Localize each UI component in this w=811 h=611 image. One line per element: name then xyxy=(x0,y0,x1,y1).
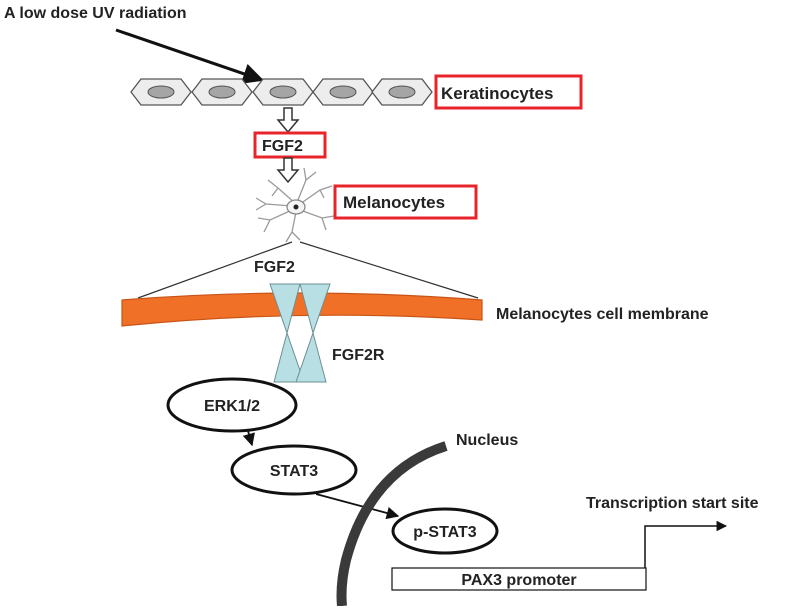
keratinocyte-cell-icon xyxy=(130,78,192,106)
fgf2-boxed-label: FGF2 xyxy=(262,138,303,155)
hourglass-receptor-icon xyxy=(269,283,331,383)
fgf2-label: FGF2 xyxy=(254,259,295,276)
uv-radiation-label: A low dose UV radiation xyxy=(4,5,187,22)
keratinocytes-highlight-box xyxy=(434,74,583,110)
keratinocyte-cell-icon xyxy=(191,78,253,106)
transcription-start-label: Transcription start site xyxy=(586,495,759,512)
melanocytes-highlight-box xyxy=(333,184,478,220)
keratinocyte-nucleus xyxy=(269,85,297,99)
keratinocytes-label: Keratinocytes xyxy=(441,84,553,103)
uv-arrow xyxy=(115,28,264,84)
pstat3-label: p-STAT3 xyxy=(413,524,477,541)
keratinocyte-nucleus xyxy=(208,85,236,99)
keratinocyte-cell-icon xyxy=(312,78,374,106)
pstat3-node xyxy=(391,507,499,555)
transcription-start-arrow xyxy=(644,520,728,568)
melanocytes-label: Melanocytes xyxy=(343,193,445,212)
nuclear-envelope xyxy=(336,441,448,607)
fgf2-highlight-box xyxy=(253,131,327,159)
release-arrow xyxy=(276,107,300,134)
keratinocyte-nucleus xyxy=(388,85,416,99)
pax3-promoter-label: PAX3 promoter xyxy=(461,572,576,589)
fgf2-to-melanocyte-arrow xyxy=(276,157,300,184)
cell-membrane xyxy=(121,292,483,327)
keratinocyte-nucleus xyxy=(147,85,175,99)
zoom-line-left xyxy=(137,241,293,299)
nucleus-label: Nucleus xyxy=(456,432,518,449)
keratinocyte-nucleus xyxy=(329,85,357,99)
erk-label: ERK1/2 xyxy=(204,398,260,415)
keratinocyte-cell-icon xyxy=(371,78,433,106)
keratinocyte-cell-icon xyxy=(252,78,314,106)
dendritic-cell-icon xyxy=(255,167,335,243)
fgf2r-label: FGF2R xyxy=(332,347,385,364)
erk-node xyxy=(166,377,298,433)
pax3-promoter-box xyxy=(391,567,647,591)
stat3-label: STAT3 xyxy=(270,463,318,480)
membrane-label: Melanocytes cell membrane xyxy=(496,306,709,323)
keratinocyte-row xyxy=(130,78,433,106)
erk-to-stat3-arrow xyxy=(242,430,255,447)
zoom-line-right xyxy=(299,241,479,299)
stat3-to-pstat3-arrow xyxy=(315,493,400,520)
stat3-node xyxy=(230,444,358,496)
